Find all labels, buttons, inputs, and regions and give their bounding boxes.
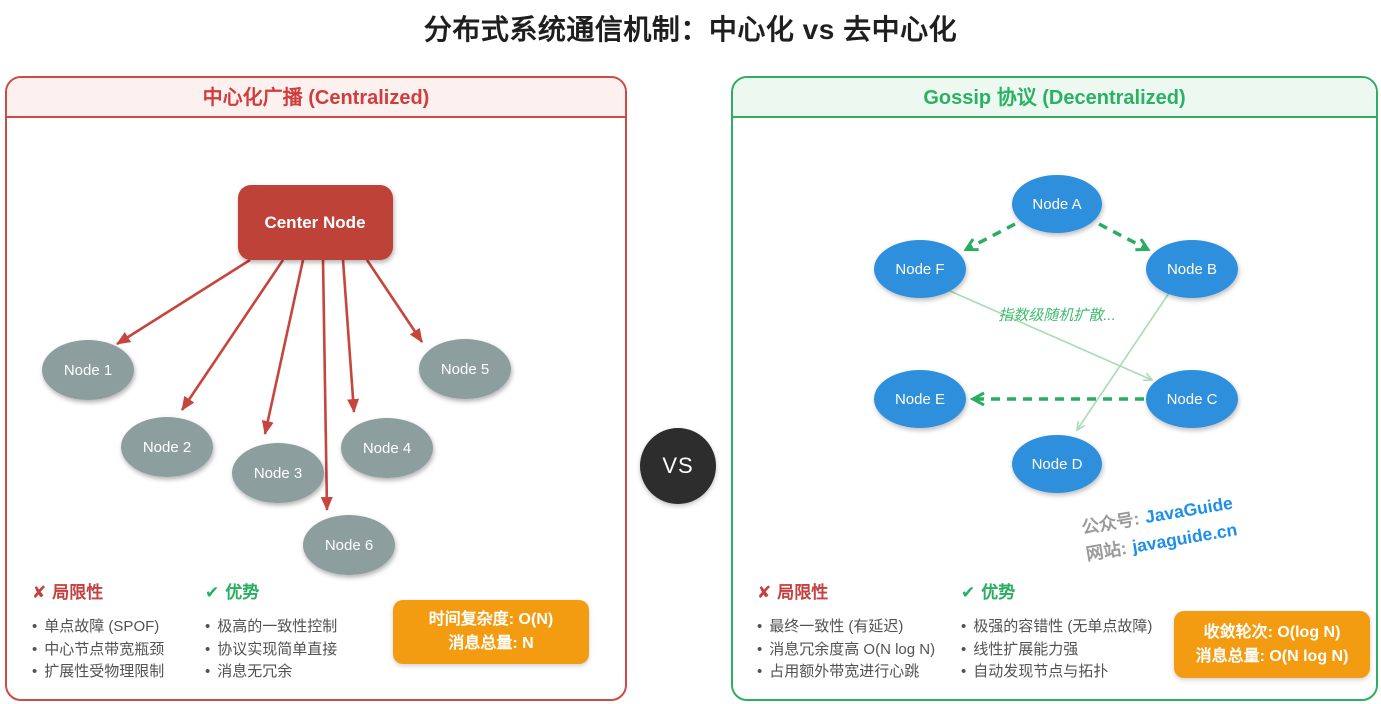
vs-badge: VS xyxy=(640,428,716,504)
list-item: 最终一致性 (有延迟) xyxy=(757,616,935,639)
arrow-node-f-to-node-c xyxy=(949,290,1154,382)
list-item: 中心节点带宽瓶颈 xyxy=(32,639,164,662)
list-item: 极强的容错性 (无单点故障) xyxy=(961,616,1152,639)
worker-nodes xyxy=(42,339,511,575)
centralized-limitations-section: ✘ 局限性 单点故障 (SPOF) 中心节点带宽瓶颈 扩展性受物理限制 xyxy=(32,578,164,684)
page-title: 分布式系统通信机制：中心化 vs 去中心化 xyxy=(423,14,958,45)
arrow-center-to-node-5 xyxy=(365,259,424,343)
advantages-title: 优势 xyxy=(225,583,260,602)
node-b-label: Node B xyxy=(1167,261,1217,278)
arrow-center-to-node-4 xyxy=(341,259,360,413)
list-item: 单点故障 (SPOF) xyxy=(32,616,164,639)
gossip-limitations-section: ✘ 局限性 最终一致性 (有延迟) 消息冗余度高 O(N log N) 占用额外带… xyxy=(757,578,935,684)
node-2-label: Node 2 xyxy=(143,439,191,456)
centralized-diagram: Center Node Node 1 Node 2 Node 3 Node 4 … xyxy=(42,185,511,575)
gossip-panel: Gossip 协议 (Decentralized) xyxy=(731,76,1378,701)
gossip-primary-arrows xyxy=(967,222,1147,399)
badge-line-1: 时间复杂度: O(N) xyxy=(428,611,554,628)
node-b-ellipse xyxy=(1146,240,1238,298)
node-e-ellipse xyxy=(874,370,966,428)
node-4-label: Node 4 xyxy=(363,440,411,457)
node-d-label: Node D xyxy=(1032,456,1083,473)
arrow-node-a-to-node-b xyxy=(1098,222,1147,249)
node-5-ellipse xyxy=(419,339,511,399)
node-a-ellipse xyxy=(1012,175,1102,233)
gossip-panel-title: Gossip 协议 (Decentralized) xyxy=(733,78,1376,118)
spread-annotation: 指数级随机扩散... xyxy=(998,307,1116,324)
center-node xyxy=(238,185,393,260)
gossip-secondary-arrows xyxy=(949,290,1170,432)
arrow-node-b-to-node-d xyxy=(1076,292,1170,432)
vs-label: VS xyxy=(662,453,694,478)
arrow-center-to-node-1 xyxy=(116,258,251,346)
node-f-ellipse xyxy=(874,240,966,298)
check-icon: ✔ xyxy=(205,583,220,602)
limitations-title: 局限性 xyxy=(52,583,104,602)
gossip-nodes xyxy=(874,175,1238,493)
node-1-label: Node 1 xyxy=(64,362,112,379)
list-item: 极高的一致性控制 xyxy=(205,616,337,639)
node-d-ellipse xyxy=(1012,435,1102,493)
node-6-label: Node 6 xyxy=(325,537,373,554)
node-1-ellipse xyxy=(42,340,134,400)
list-item: 协议实现简单直接 xyxy=(205,639,337,662)
badge-line-1: 收敛轮次: O(log N) xyxy=(1203,623,1341,641)
node-2-ellipse xyxy=(121,417,213,477)
arrow-center-to-node-6 xyxy=(320,259,333,511)
advantages-list: 极强的容错性 (无单点故障) 线性扩展能力强 自动发现节点与拓扑 xyxy=(961,616,1152,684)
list-item: 消息无冗余 xyxy=(205,661,337,684)
cross-icon: ✘ xyxy=(757,583,772,602)
broadcast-arrows xyxy=(116,258,424,511)
centralized-panel-title: 中心化广播 (Centralized) xyxy=(7,78,625,118)
limitations-title: 局限性 xyxy=(777,583,829,602)
check-icon: ✔ xyxy=(961,583,976,602)
centralized-advantages-section: ✔ 优势 极高的一致性控制 协议实现简单直接 消息无冗余 xyxy=(205,578,337,684)
arrow-center-to-node-3 xyxy=(261,259,305,435)
cross-icon: ✘ xyxy=(32,583,47,602)
gossip-complexity-badge: 收敛轮次: O(log N) 消息总量: O(N log N) xyxy=(1174,611,1370,678)
list-item: 扩展性受物理限制 xyxy=(32,661,164,684)
badge-line-2: 消息总量: O(N log N) xyxy=(1195,647,1349,665)
node-f-label: Node F xyxy=(895,261,944,278)
centralized-panel: 中心化广播 (Centralized) Center Node xyxy=(5,76,627,701)
centralized-complexity-badge: 时间复杂度: O(N) 消息总量: N xyxy=(393,600,589,664)
arrow-center-to-node-2 xyxy=(180,259,285,411)
node-6-ellipse xyxy=(303,515,395,575)
node-c-ellipse xyxy=(1146,370,1238,428)
advantages-heading: ✔ 优势 xyxy=(205,578,337,603)
node-3-label: Node 3 xyxy=(254,465,302,482)
limitations-heading: ✘ 局限性 xyxy=(32,578,164,603)
advantages-list: 极高的一致性控制 协议实现简单直接 消息无冗余 xyxy=(205,616,337,684)
limitations-heading: ✘ 局限性 xyxy=(757,578,935,603)
list-item: 占用额外带宽进行心跳 xyxy=(757,661,935,684)
limitations-list: 单点故障 (SPOF) 中心节点带宽瓶颈 扩展性受物理限制 xyxy=(32,616,164,684)
watermark-label: 网站: xyxy=(1084,537,1129,565)
advantages-heading: ✔ 优势 xyxy=(961,578,1152,603)
gossip-advantages-section: ✔ 优势 极强的容错性 (无单点故障) 线性扩展能力强 自动发现节点与拓扑 xyxy=(961,578,1152,684)
badge-line-2: 消息总量: N xyxy=(448,635,534,652)
limitations-list: 最终一致性 (有延迟) 消息冗余度高 O(N log N) 占用额外带宽进行心跳 xyxy=(757,616,935,684)
node-e-label: Node E xyxy=(895,391,945,408)
node-a-label: Node A xyxy=(1032,196,1081,213)
node-5-label: Node 5 xyxy=(441,361,489,378)
advantages-title: 优势 xyxy=(981,583,1016,602)
node-c-label: Node C xyxy=(1167,391,1218,408)
list-item: 自动发现节点与拓扑 xyxy=(961,661,1152,684)
node-4-ellipse xyxy=(341,418,433,478)
list-item: 线性扩展能力强 xyxy=(961,639,1152,662)
center-node-label: Center Node xyxy=(264,213,365,232)
list-item: 消息冗余度高 O(N log N) xyxy=(757,639,935,662)
arrow-node-a-to-node-f xyxy=(967,222,1016,249)
gossip-diagram: Node A Node B Node C Node D Node E Node … xyxy=(874,175,1238,493)
node-3-ellipse xyxy=(232,443,324,503)
